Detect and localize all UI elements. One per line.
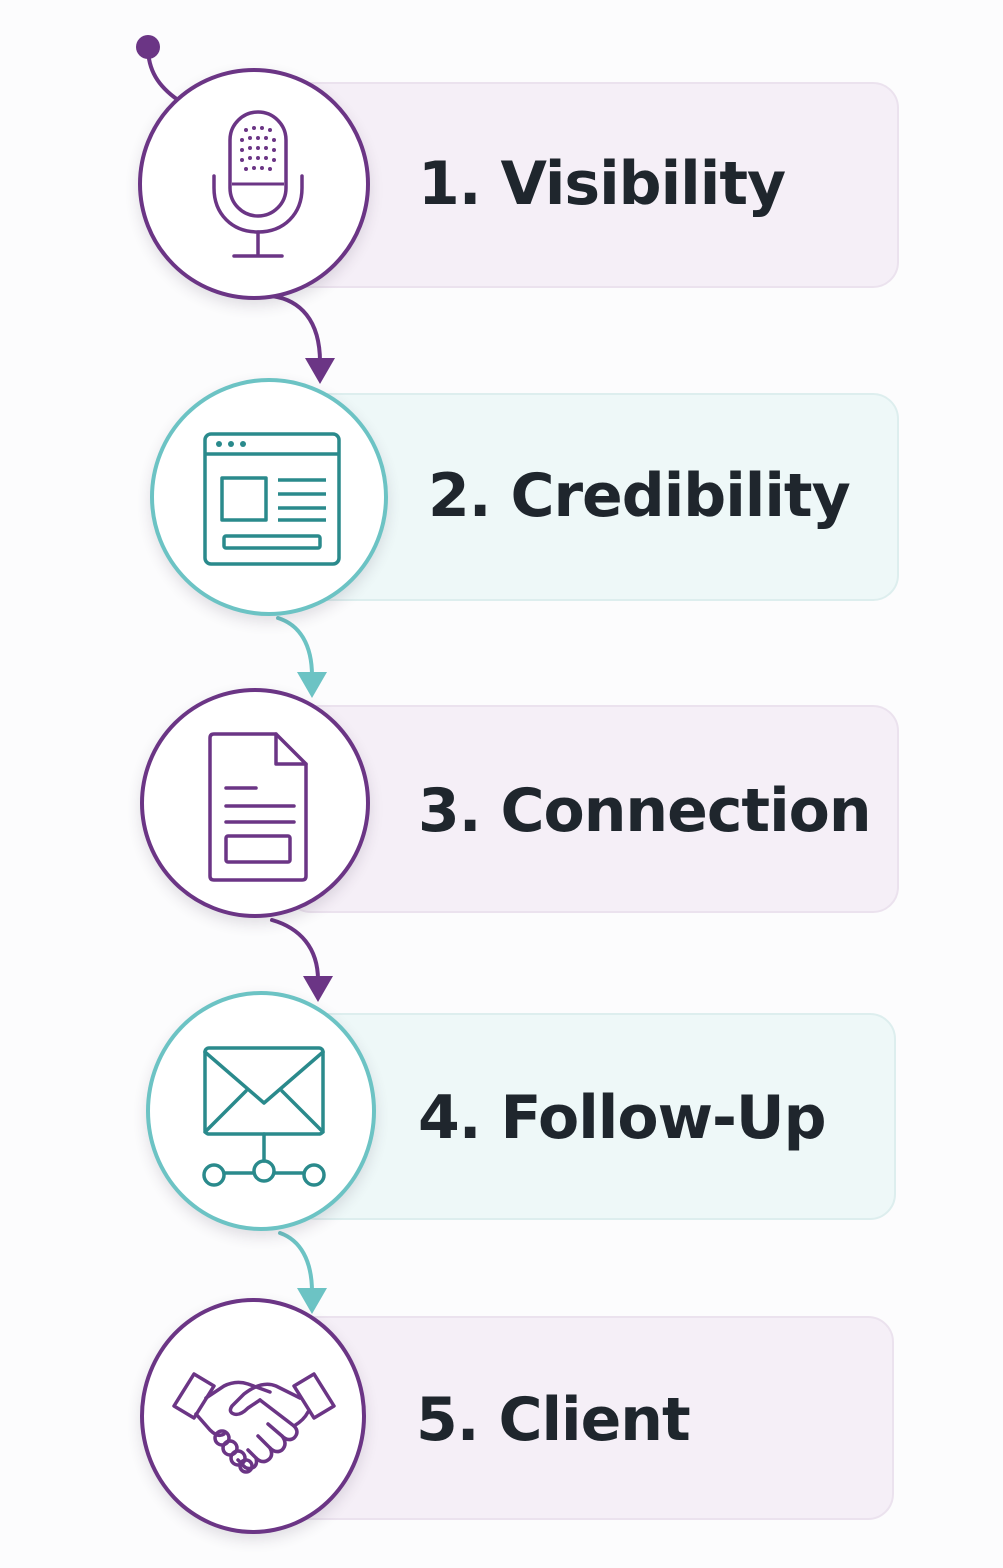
step-card-credibility: [292, 393, 899, 601]
step-title: Connection: [500, 776, 871, 846]
webpage-icon: [203, 432, 341, 566]
step-card-connection: [285, 705, 899, 913]
connector-1-2: [270, 294, 322, 364]
step-label-credibility: 2. Credibility: [428, 466, 851, 526]
arrowhead-3-4: [303, 976, 333, 1002]
step-label-client: 5. Client: [416, 1390, 691, 1450]
step-circle-visibility: [138, 68, 370, 300]
step-number: 3.: [418, 776, 482, 846]
step-number: 4.: [418, 1083, 482, 1153]
start-dot: [136, 35, 160, 59]
step-card-follow-up: [290, 1013, 896, 1220]
step-number: 1.: [418, 149, 482, 219]
step-number: 5.: [416, 1385, 480, 1455]
arrowhead-4-5: [297, 1288, 327, 1314]
connector-2-3: [276, 616, 314, 678]
arrowhead-2-3: [297, 672, 327, 698]
step-circle-connection: [140, 688, 370, 918]
step-card-visibility: [285, 82, 899, 288]
step-card-client: [282, 1316, 894, 1520]
arrowhead-1-2: [305, 358, 335, 384]
step-title: Visibility: [500, 149, 786, 219]
step-title: Client: [498, 1385, 690, 1455]
connector-3-4: [270, 918, 320, 982]
step-label-visibility: 1. Visibility: [418, 154, 786, 214]
step-number: 2.: [428, 461, 492, 531]
handshake-icon: [172, 1372, 336, 1474]
step-title: Follow-Up: [500, 1083, 826, 1153]
step-title: Credibility: [510, 461, 850, 531]
document-icon: [208, 732, 308, 882]
microphone-icon: [212, 110, 304, 258]
email-network-icon: [202, 1046, 326, 1187]
step-circle-client: [140, 1298, 366, 1534]
step-circle-credibility: [150, 378, 388, 616]
step-label-connection: 3. Connection: [418, 781, 872, 841]
step-circle-follow-up: [146, 991, 376, 1231]
step-label-follow-up: 4. Follow-Up: [418, 1088, 827, 1148]
connector-4-5: [278, 1231, 314, 1294]
